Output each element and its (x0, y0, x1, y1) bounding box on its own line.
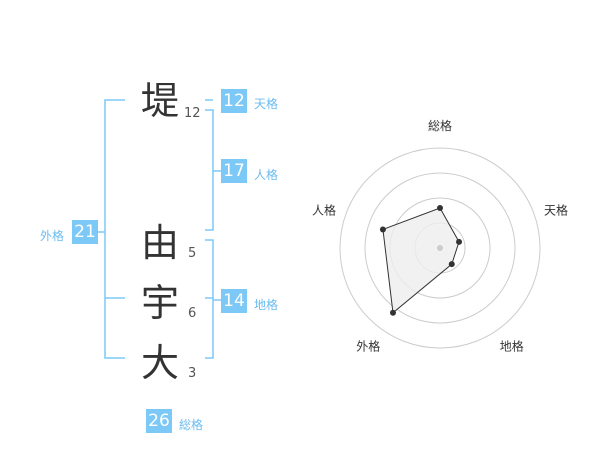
radar-axis-label-2: 天格 (544, 202, 568, 217)
gai-bracket (104, 99, 125, 359)
radar-axis-label-1: 総格 (428, 118, 452, 133)
radar-point-3 (448, 261, 455, 268)
radar-center-dot (437, 245, 443, 251)
gai-label: 外格 (40, 229, 65, 243)
jin-label: 人格 (254, 168, 279, 182)
given-char-3: 大 (140, 341, 179, 385)
jin-bracket (205, 109, 214, 231)
ten-label: 天格 (254, 97, 279, 111)
radar-point-5 (379, 226, 386, 233)
radar-axis-label-5: 人格 (312, 202, 336, 217)
ten-value-badge: 12 (221, 89, 247, 113)
radar-ring-4 (339, 147, 541, 349)
given-char-2: 宇 (140, 281, 179, 325)
radar-point-2 (456, 238, 463, 245)
given-strokes-1: 5 (188, 246, 197, 261)
sou-value-badge: 26 (146, 409, 172, 433)
given-char-1: 由 (140, 221, 179, 265)
surname-strokes-1: 12 (184, 106, 201, 121)
chi-value-badge: 14 (221, 289, 247, 313)
surname-char-1: 堤 (140, 79, 179, 123)
radar-ring-3 (364, 172, 516, 324)
sou-label: 総格 (179, 418, 204, 432)
jin-value-badge: 17 (221, 159, 247, 183)
given-strokes-3: 3 (188, 366, 197, 381)
radar-axis-label-3: 地格 (500, 339, 524, 354)
radar-point-4 (389, 309, 396, 316)
gai-value-badge: 21 (72, 220, 98, 244)
given-strokes-2: 6 (188, 306, 197, 321)
radar-point-1 (437, 205, 443, 211)
radar-area (382, 207, 460, 314)
chi-label: 地格 (254, 298, 279, 312)
radar-axis-label-4: 外格 (356, 339, 380, 354)
chi-bracket (205, 239, 214, 359)
